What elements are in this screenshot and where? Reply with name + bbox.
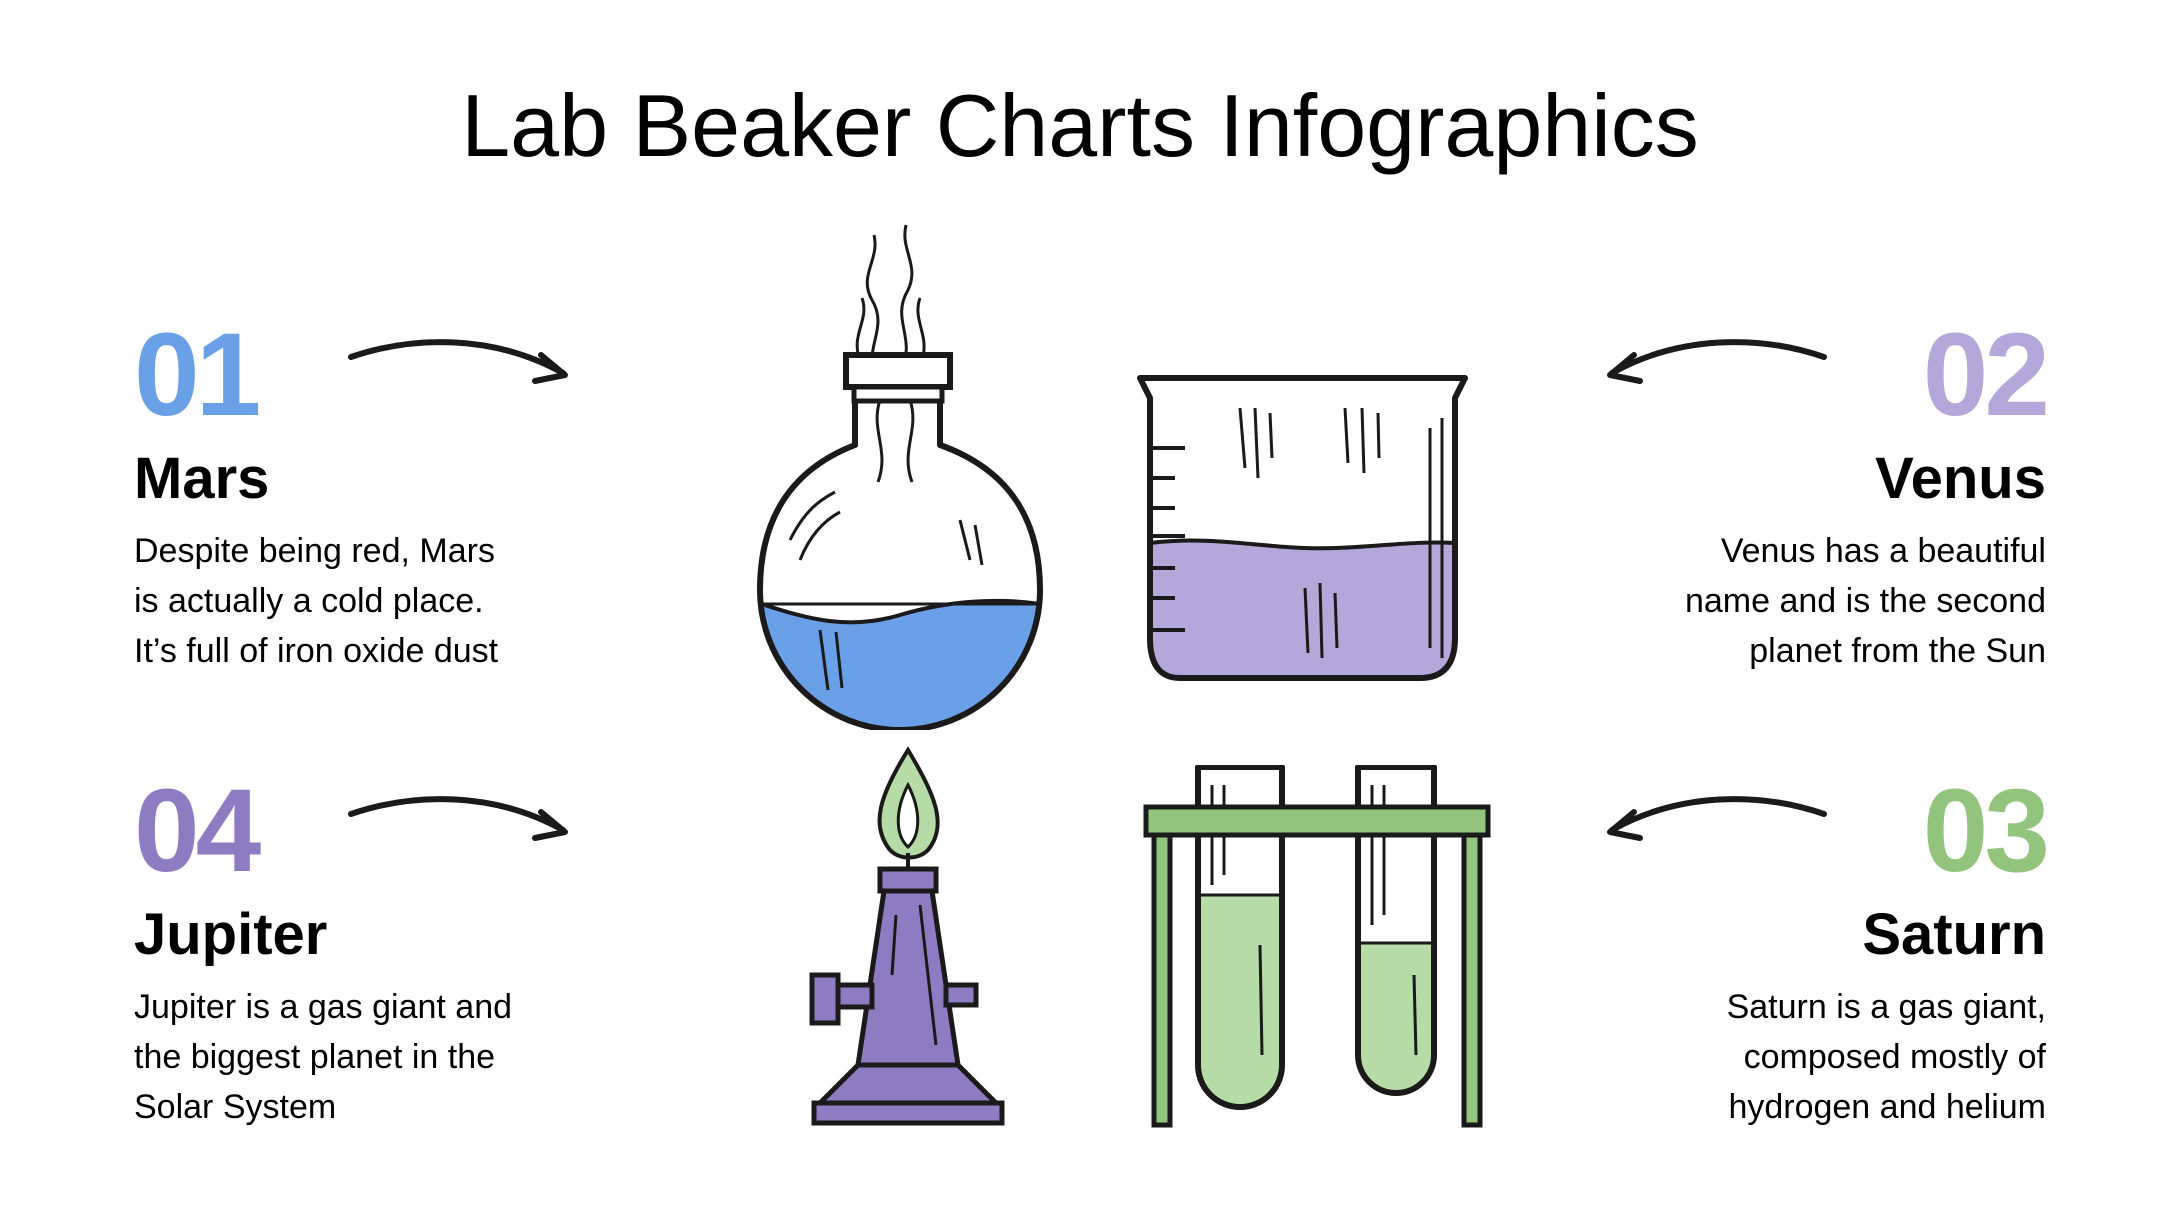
- item-description: Venus has a beautiful name and is the se…: [1684, 532, 2046, 670]
- item-name: Mars: [134, 446, 270, 511]
- round-flask-icon: [757, 224, 1043, 730]
- item-venus: 02 Venus Venus has a beautiful name and …: [1526, 309, 2050, 676]
- bunsen-burner-icon: [809, 746, 1005, 1126]
- item-number: 01: [134, 309, 261, 441]
- page-title: Lab Beaker Charts Infographics: [461, 76, 1699, 175]
- item-description: Jupiter is a gas giant and the biggest p…: [134, 988, 513, 1126]
- item-mars: 01 Mars Despite being red, Mars is actua…: [134, 316, 654, 676]
- item-name: Venus: [1875, 446, 2046, 511]
- curved-arrow-icon: [1607, 796, 1827, 841]
- item-saturn: 03 Saturn Saturn is a gas giant, compose…: [1526, 765, 2050, 1132]
- test-tube-rack-icon: [1143, 765, 1491, 1128]
- item-description: Saturn is a gas giant, composed mostly o…: [1726, 988, 2046, 1126]
- item-number: 04: [134, 765, 261, 897]
- item-number: 03: [1922, 765, 2050, 897]
- curved-arrow-icon: [348, 796, 568, 841]
- curved-arrow-icon: [348, 339, 568, 384]
- item-name: Jupiter: [134, 902, 328, 967]
- item-number: 02: [1922, 309, 2050, 441]
- item-jupiter: 04 Jupiter Jupiter is a gas giant and th…: [134, 772, 654, 1132]
- curved-arrow-icon: [1607, 339, 1827, 384]
- item-description: Despite being red, Mars is actually a co…: [134, 532, 499, 670]
- item-name: Saturn: [1862, 902, 2046, 967]
- beaker-icon: [1137, 375, 1468, 681]
